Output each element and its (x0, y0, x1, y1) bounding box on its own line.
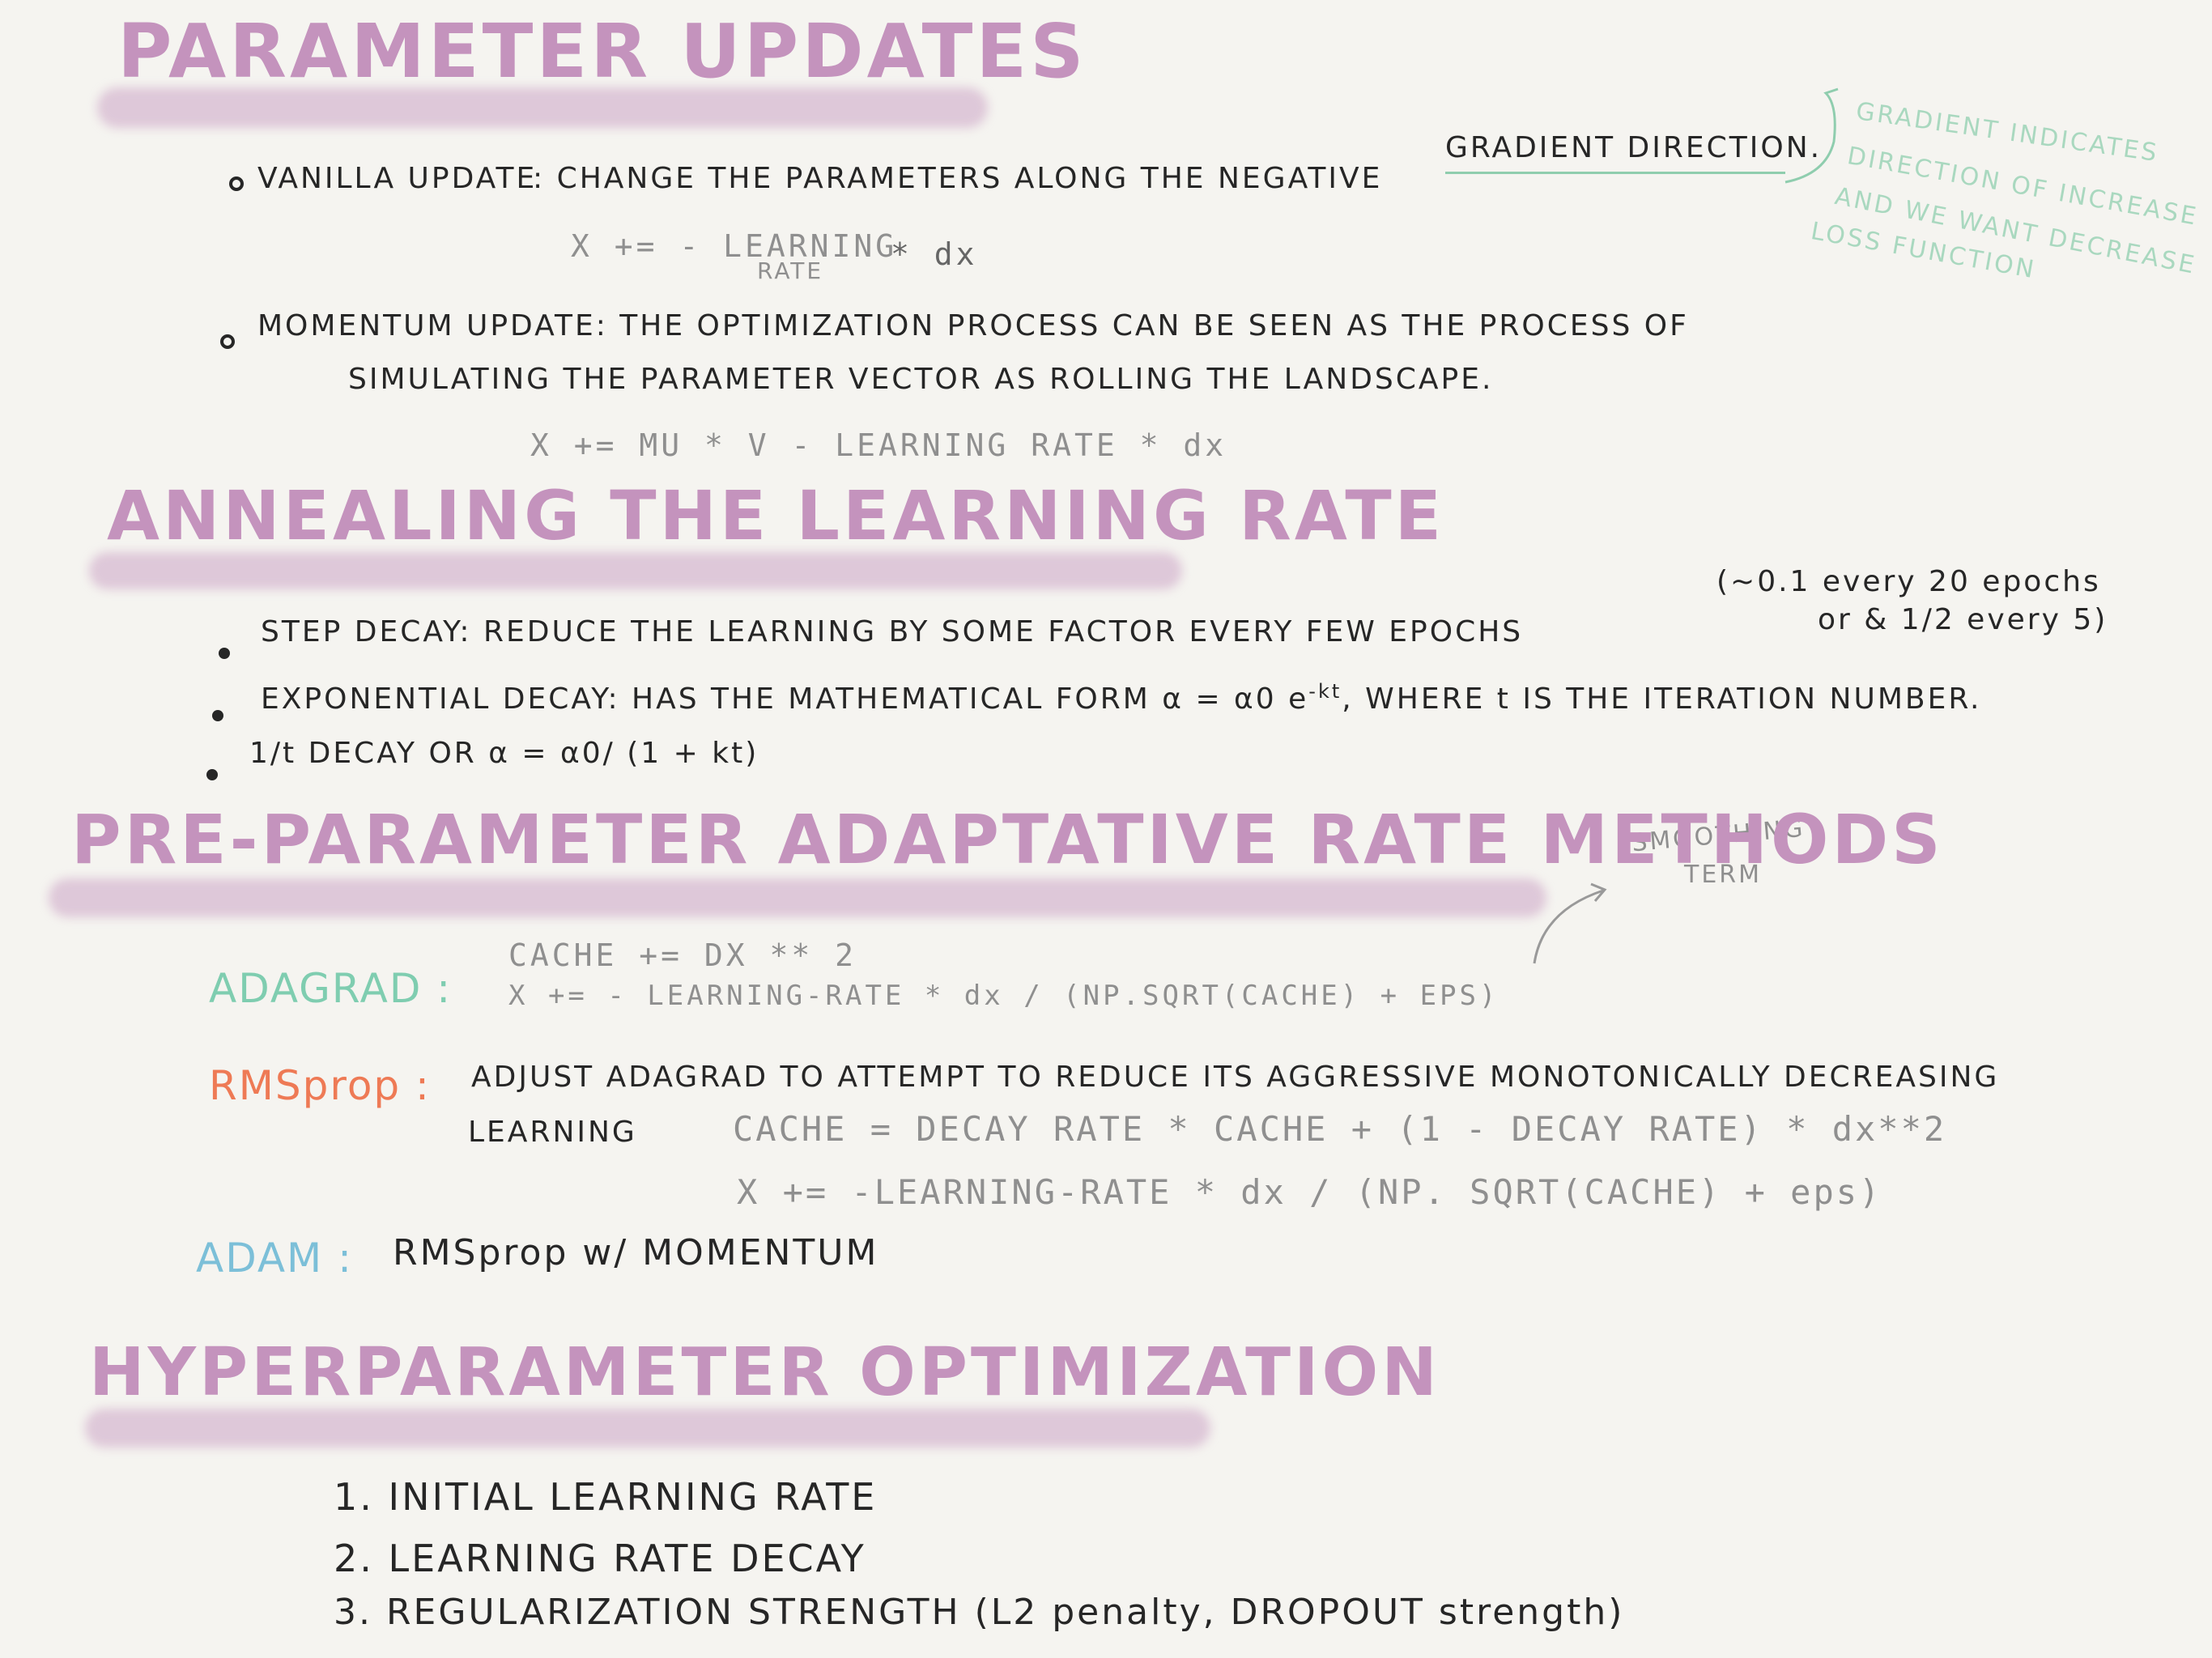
momentum-formula: X += MU * V - LEARNING RATE * dx (530, 427, 1227, 463)
heading-highlight (97, 87, 988, 128)
vanilla-update-label: VANILLA UPDATE (257, 162, 538, 195)
momentum-line-2: SIMULATING THE PARAMETER VECTOR AS ROLLI… (348, 363, 1494, 396)
bullet (212, 710, 223, 721)
momentum-line-1: MOMENTUM UPDATE: THE OPTIMIZATION PROCES… (257, 309, 1689, 342)
inverse-t-decay-text: 1/t DECAY OR α = α0/ (1 + kt) (249, 737, 759, 770)
hyperparameter-item-1: 1. INITIAL LEARNING RATE (334, 1475, 878, 1519)
exponent: -kt (1308, 680, 1342, 703)
step-decay-note-1: (~0.1 every 20 epochs (1716, 565, 2101, 598)
heading-highlight (85, 1409, 1210, 1448)
adagrad-label: ADAGRAD : (209, 965, 453, 1012)
heading-parameter-updates: PARAMETER UPDATES (117, 8, 1087, 95)
bracket-arrow (1784, 87, 1839, 184)
exponential-decay-text: EXPONENTIAL DECAY: HAS THE MATHEMATICAL … (261, 680, 1982, 716)
gradient-underline (1445, 172, 1785, 174)
smoothing-arrow (1533, 882, 1607, 964)
rmsprop-formula-2: X += -LEARNING-RATE * dx / (NP. SQRT(CAC… (737, 1172, 1882, 1212)
heading-highlight (89, 552, 1182, 589)
adam-text: RMSprop w/ MOMENTUM (393, 1232, 879, 1273)
vanilla-update-text: : CHANGE THE PARAMETERS ALONG THE NEGATI… (533, 162, 1383, 195)
adagrad-formula-1: CACHE += DX ** 2 (508, 937, 857, 973)
adam-label: ADAM : (196, 1235, 353, 1282)
bullet (220, 334, 235, 349)
smoothing-note-2: TERM (1684, 861, 1763, 889)
rmsprop-desc-2: LEARNING (468, 1116, 637, 1149)
exponential-decay-tail: , WHERE t IS THE ITERATION NUMBER. (1342, 682, 1982, 716)
step-decay-note-2: or & 1/2 every 5) (1818, 603, 2108, 636)
step-decay-text: STEP DECAY: REDUCE THE LEARNING BY SOME … (261, 615, 1524, 648)
vanilla-formula: X += - LEARNING (571, 228, 898, 264)
heading-annealing: ANNEALING THE LEARNING RATE (107, 476, 1444, 555)
bullet (229, 176, 244, 191)
rmsprop-desc-1: ADJUST ADAGRAD TO ATTEMPT TO REDUCE ITS … (471, 1061, 2000, 1094)
rmsprop-label: RMSprop : (209, 1062, 431, 1109)
bullet (219, 648, 230, 659)
heading-highlight (49, 878, 1546, 917)
exponential-decay-main: EXPONENTIAL DECAY: HAS THE MATHEMATICAL … (261, 682, 1309, 716)
hyperparameter-item-2: 2. LEARNING RATE DECAY (334, 1537, 866, 1580)
vanilla-update-underlined: GRADIENT DIRECTION. (1445, 131, 1823, 164)
bullet (206, 769, 218, 780)
vanilla-formula-rate: RATE (757, 257, 824, 284)
rmsprop-formula-1: CACHE = DECAY RATE * CACHE + (1 - DECAY … (733, 1109, 1947, 1149)
heading-per-parameter: PRE-PARAMETER ADAPTATIVE RATE METHODS (71, 800, 1944, 879)
vanilla-formula-dx: * dx (891, 236, 978, 272)
heading-hyperparameter: HYPERPARAMETER OPTIMIZATION (89, 1334, 1440, 1411)
hyperparameter-item-3: 3. REGULARIZATION STRENGTH (L2 penalty, … (334, 1592, 1625, 1633)
adagrad-formula-2: X += - LEARNING-RATE * dx / (NP.SQRT(CAC… (508, 980, 1499, 1012)
